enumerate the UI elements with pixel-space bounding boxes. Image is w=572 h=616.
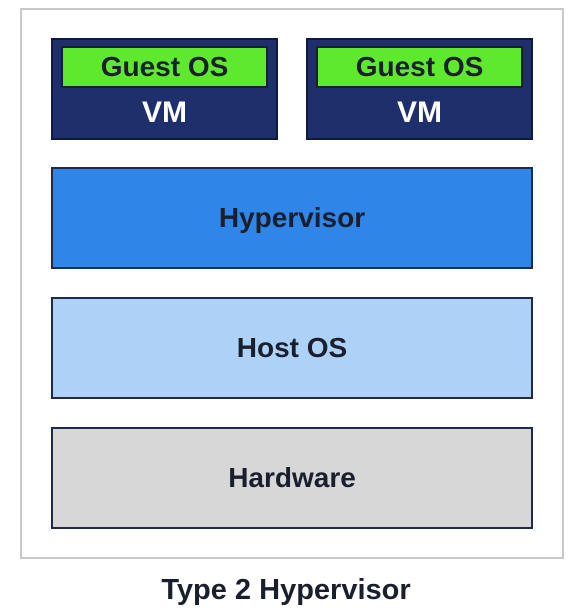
host-os-layer: Host OS (51, 297, 533, 399)
vm-box-1: Guest OS VM (51, 38, 278, 140)
diagram-caption: Type 2 Hypervisor (161, 573, 411, 606)
guest-os-box-2: Guest OS (316, 46, 523, 88)
guest-os-box-1: Guest OS (61, 46, 268, 88)
vm-label-1: VM (142, 96, 187, 129)
hypervisor-layer: Hypervisor (51, 167, 533, 269)
hardware-layer: Hardware (51, 427, 533, 529)
vm-label-2: VM (397, 96, 442, 129)
vm-box-2: Guest OS VM (306, 38, 533, 140)
